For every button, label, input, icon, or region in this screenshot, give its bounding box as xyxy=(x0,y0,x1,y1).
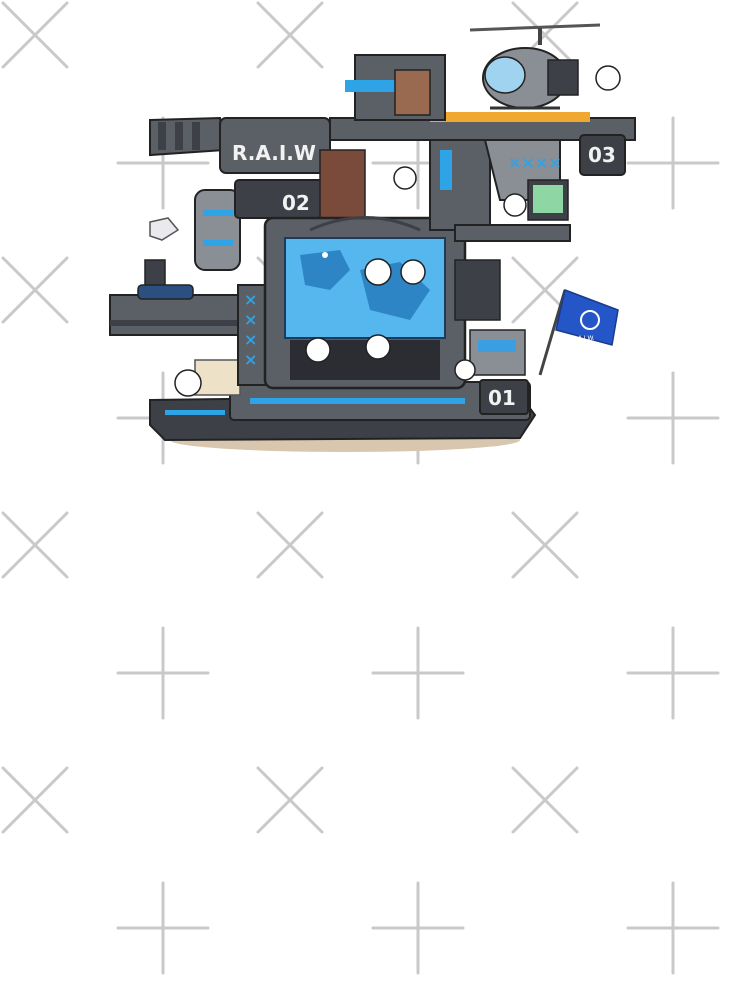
helicopter-icon xyxy=(469,23,601,110)
command-center xyxy=(263,216,467,390)
upper-right-deck: ×××× 03 xyxy=(329,54,636,376)
lower-hull: 01 xyxy=(149,379,537,442)
svg-text:×: × xyxy=(244,350,257,369)
cross-watermark-icon xyxy=(256,766,324,834)
cross-watermark-icon xyxy=(1,766,69,834)
raiw-sign: R.A.I.W xyxy=(232,141,316,165)
flag-icon: R.A.I.W. xyxy=(538,288,619,376)
cat-face-icon xyxy=(174,65,621,397)
svg-text:×: × xyxy=(244,330,257,349)
cross-watermark-icon xyxy=(511,256,579,324)
cross-watermark-icon xyxy=(1,511,69,579)
cross-watermark-icon xyxy=(256,1,324,69)
left-wing xyxy=(109,116,241,396)
deck-number-03: 03 xyxy=(588,143,616,167)
deck-number-02: 02 xyxy=(282,191,310,215)
x-marks-left: × xyxy=(244,290,257,309)
cross-watermark-icon xyxy=(511,511,579,579)
cross-watermark-icon xyxy=(1,1,69,69)
cross-watermark-icon xyxy=(1,256,69,324)
cross-watermark-icon xyxy=(256,511,324,579)
deck-number-01: 01 xyxy=(488,386,516,410)
svg-text:×: × xyxy=(244,310,257,329)
flag-text: R.A.I.W. xyxy=(572,335,595,342)
central-tower: R.A.I.W 02 × × × × xyxy=(219,117,366,386)
cross-watermark-icon xyxy=(511,766,579,834)
svg-text:××××: ×××× xyxy=(508,153,562,172)
